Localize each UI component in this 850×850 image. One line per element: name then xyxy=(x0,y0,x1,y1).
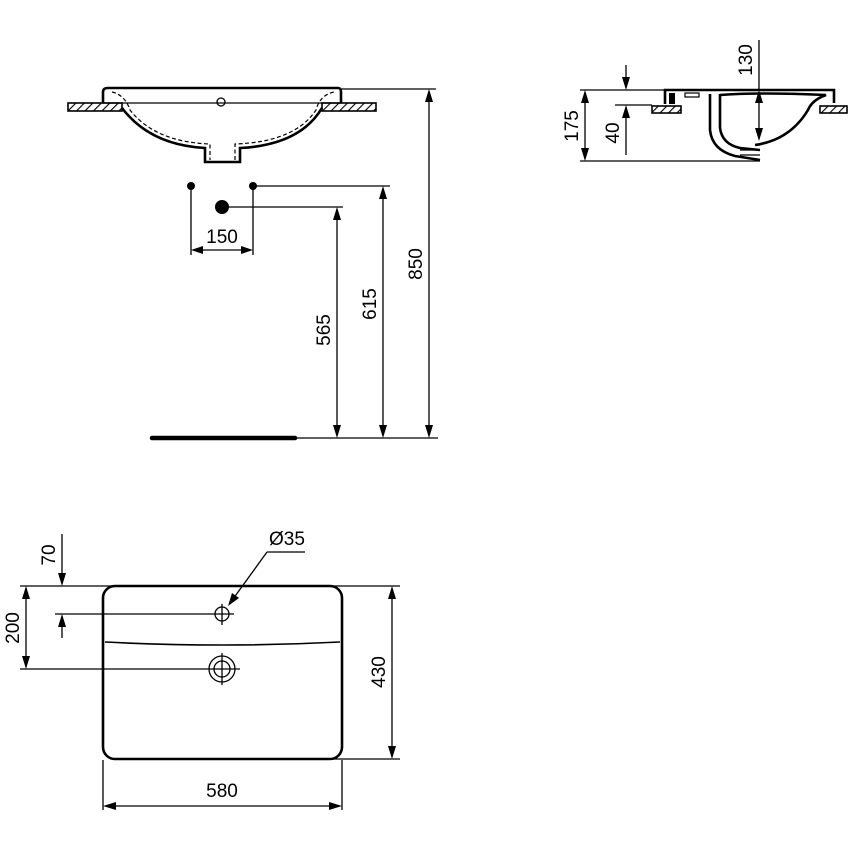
basin-edge-curve xyxy=(104,641,341,646)
dim-supply-height: 615 xyxy=(360,288,381,320)
dim-plan-depth: 430 xyxy=(369,656,390,688)
side-rim xyxy=(663,88,836,104)
front-elevation-view: 150 565 615 850 xyxy=(67,86,438,441)
countertop-left xyxy=(67,102,123,112)
dim-tap-hole-diameter: Ø35 xyxy=(269,529,305,550)
dim-bowl-depth: 130 xyxy=(736,44,757,76)
dim-rim-above-counter: 40 xyxy=(603,122,624,143)
dim-total-depth: 175 xyxy=(562,110,583,142)
side-bowl xyxy=(719,92,827,147)
countertop-right xyxy=(321,102,377,112)
bowl-inner-hidden xyxy=(111,91,335,160)
side-section-view: 130 40 175 xyxy=(562,40,848,162)
overflow-hole xyxy=(216,97,226,107)
basin-outline-plan xyxy=(101,584,344,761)
dim-rim-height: 850 xyxy=(406,248,427,280)
plan-view: Ø35 70 200 430 580 xyxy=(3,529,400,810)
bowl-outline xyxy=(120,107,324,164)
dim-waste-offset: 200 xyxy=(3,612,24,644)
dim-waste-height: 565 xyxy=(314,314,335,346)
dim-tap-spacing: 150 xyxy=(206,227,238,248)
side-drain-pipe xyxy=(708,94,761,162)
dim-tap-hole-offset: 70 xyxy=(39,544,60,565)
basin-rim xyxy=(101,86,343,103)
dim-plan-width: 580 xyxy=(206,781,238,802)
